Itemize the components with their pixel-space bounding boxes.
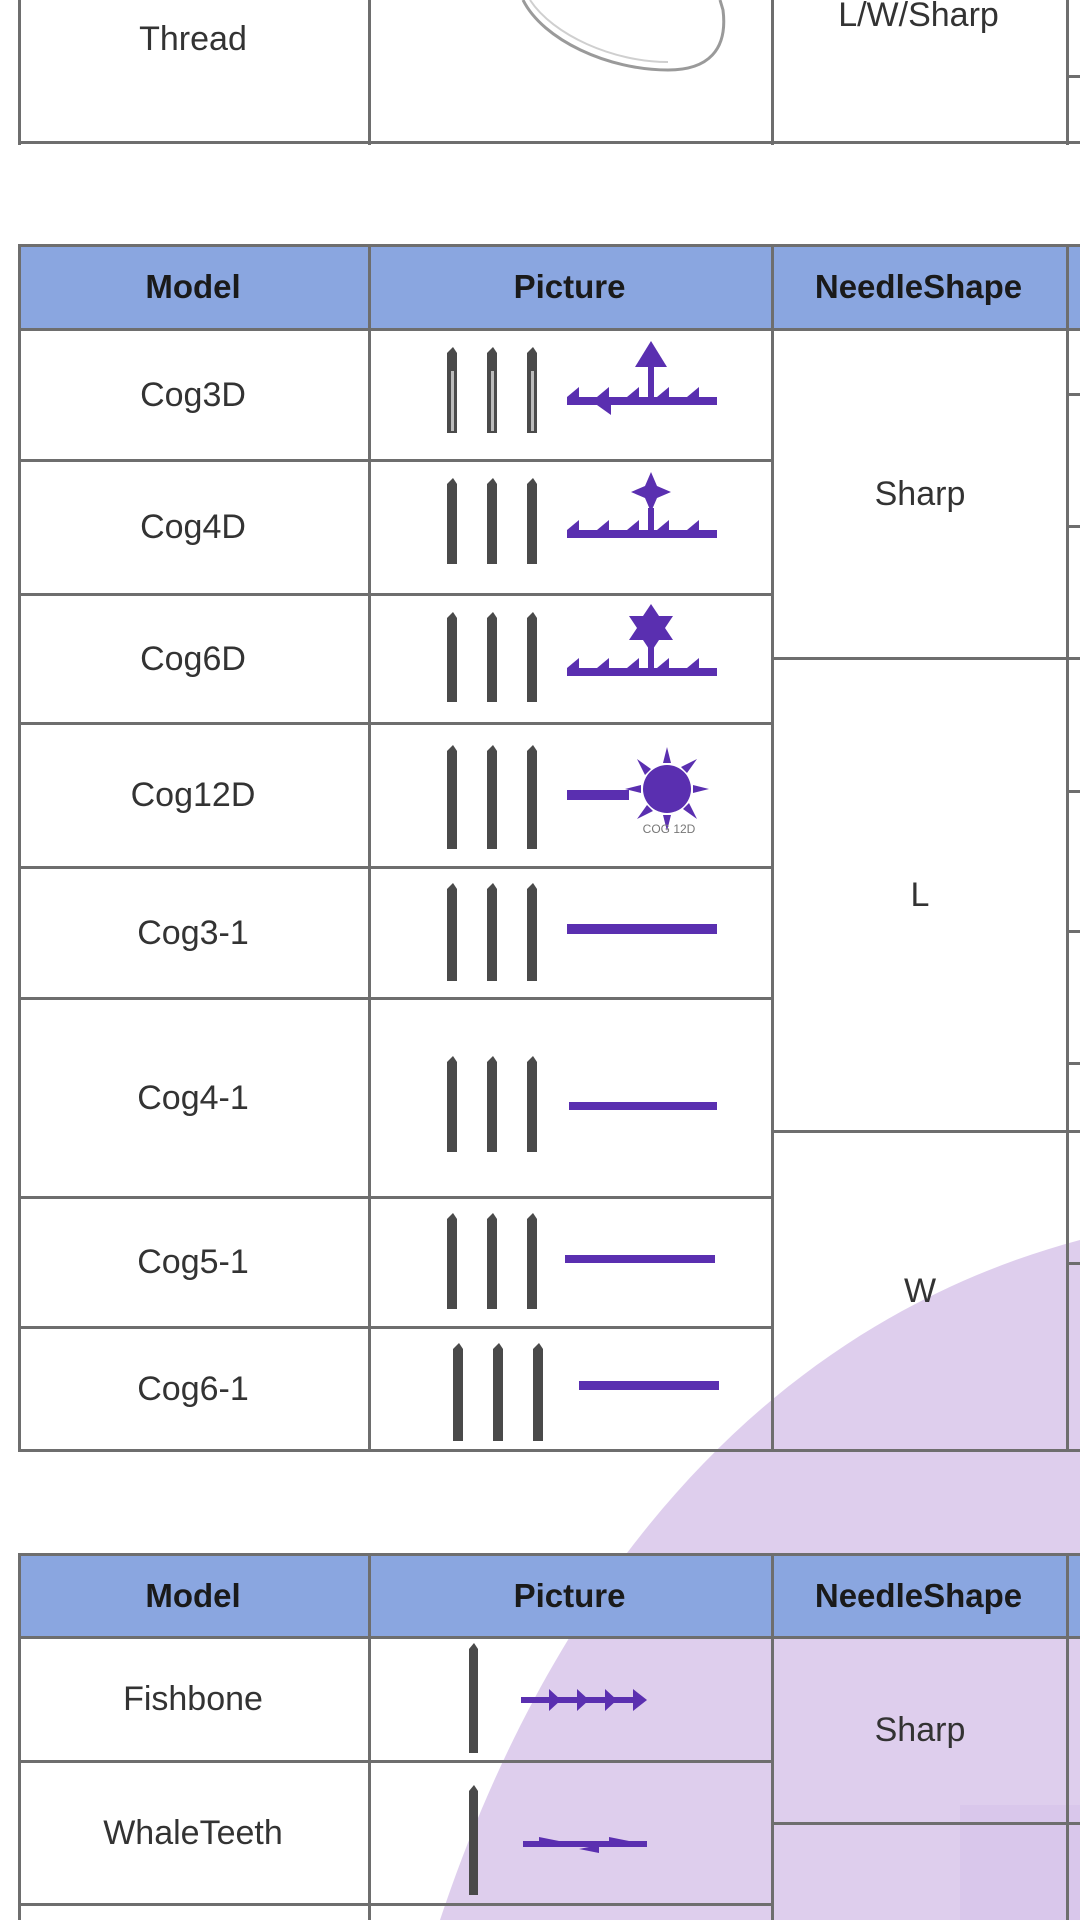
model-cell: Cog6D: [140, 639, 246, 678]
cog12d-caption: COG 12D: [643, 822, 696, 836]
model-cell: Cog12D: [130, 776, 256, 814]
needle-group-w: W: [903, 1271, 937, 1310]
model-cell: Cog4-1: [137, 1078, 249, 1117]
header-picture: Picture: [513, 268, 626, 305]
table-header-row: [18, 246, 1080, 329]
header-needle-shape: NeedleShape: [814, 1576, 1023, 1614]
thread-model-cell: Thread: [139, 19, 247, 58]
header-needle-shape: NeedleShape: [814, 268, 1023, 305]
header-picture: Picture: [513, 1576, 626, 1614]
cog12d-thread-icon: COG 12D: [447, 745, 709, 849]
model-cell: Cog3-1: [137, 913, 249, 952]
cog6d-thread-icon: [447, 604, 717, 702]
cog4-1-thread-icon: [447, 1056, 717, 1152]
needle-group-sharp: Sharp: [874, 1711, 966, 1749]
cog5-1-thread-icon: [447, 1213, 715, 1309]
model-cell: Fishbone: [123, 1680, 263, 1718]
model-cell: Cog5-1: [137, 1243, 249, 1281]
model-cell: WhaleTeeth: [103, 1813, 283, 1852]
needle-group-sharp: Sharp: [874, 474, 966, 513]
fishbone-thread-icon: [469, 1643, 647, 1753]
header-model: Model: [145, 1576, 241, 1614]
whaleteeth-thread-icon: [469, 1785, 647, 1895]
model-cell: Cog6-1: [137, 1369, 249, 1408]
cog3-1-thread-icon: [447, 883, 717, 981]
needle-group-l: L: [910, 875, 930, 914]
thread-needle-shape-cell: L/W/Sharp: [838, 0, 999, 34]
model-cell: Cog3D: [140, 375, 246, 414]
model-cell: Cog4D: [140, 508, 246, 546]
cog6-1-thread-icon: [453, 1343, 719, 1441]
cog3d-thread-icon: [447, 341, 717, 433]
header-model: Model: [145, 268, 241, 305]
cog4d-thread-icon: [447, 472, 717, 564]
thread-loop-icon: [521, 0, 726, 72]
